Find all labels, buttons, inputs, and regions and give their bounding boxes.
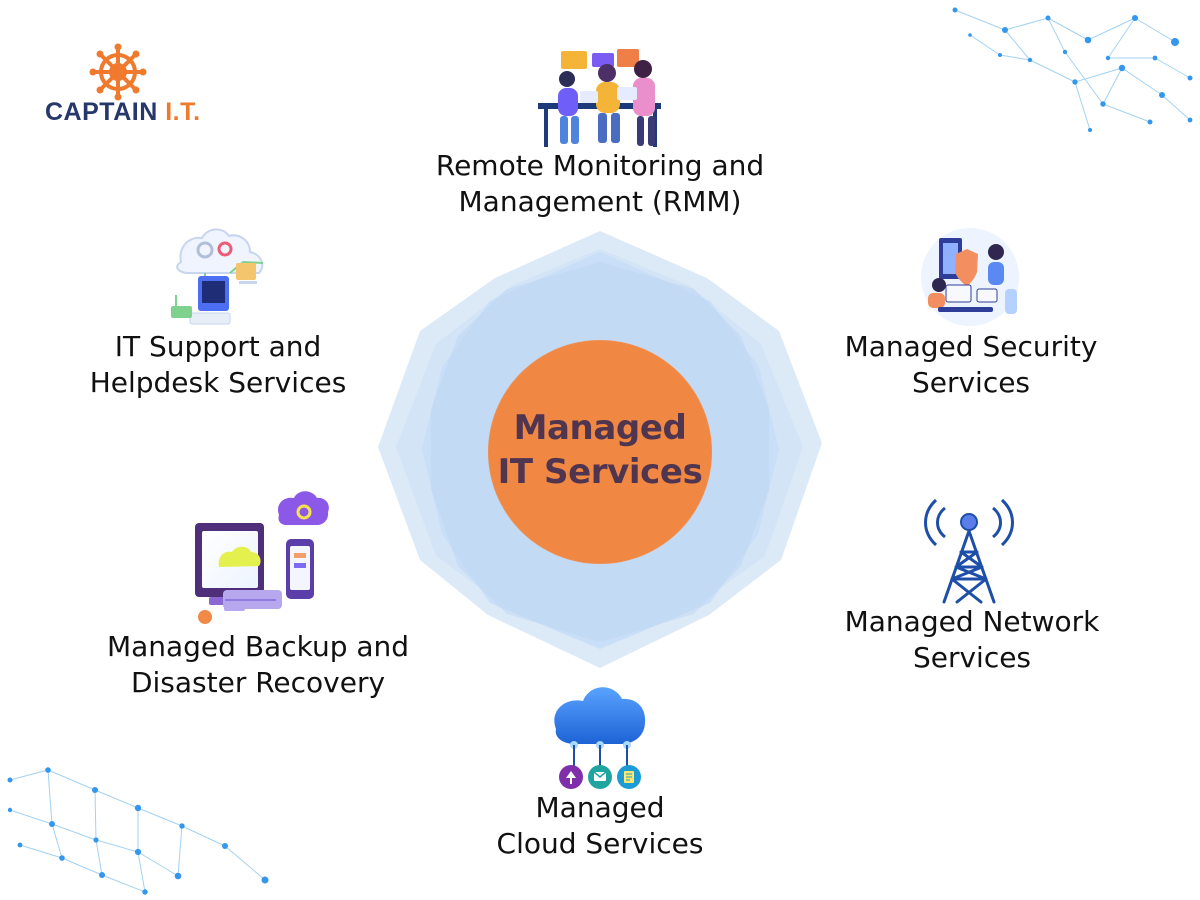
service-remote-monitoring-line-2: Management (RMM) [458, 184, 742, 218]
team-monitoring-icon [538, 49, 661, 147]
center-title-line-1: Managed [513, 408, 687, 449]
logo-text-accent: I.T. [165, 98, 201, 126]
service-managed-cloud-line-1: Managed [535, 791, 665, 824]
service-managed-network-line-1: Managed Network [844, 605, 1100, 638]
service-it-support-line-1: IT Support and [114, 330, 322, 363]
backup-recovery-icon [195, 491, 329, 624]
bottom-left-network-pattern [7, 767, 269, 895]
service-remote-monitoring-label: Remote Monitoring and Management (RMM) [420, 148, 780, 220]
service-it-support-label: IT Support and Helpdesk Services [72, 329, 364, 401]
service-managed-security-label: Managed Security Services [820, 329, 1122, 401]
service-managed-cloud-label: Managed Cloud Services [466, 790, 734, 862]
service-managed-security-line-1: Managed Security [844, 330, 1098, 363]
service-managed-security-line-2: Services [911, 365, 1031, 399]
service-backup-recovery-line-1: Managed Backup and [106, 630, 410, 663]
top-right-network-pattern [952, 7, 1193, 132]
service-managed-network-label: Managed Network Services [822, 604, 1122, 676]
service-managed-cloud-line-2: Cloud Services [496, 826, 704, 860]
cloud-support-icon [171, 228, 264, 325]
center-title: Managed IT Services [488, 392, 712, 510]
service-remote-monitoring-line-1: Remote Monitoring and [435, 149, 765, 182]
captain-it-logo: CAPTAIN I.T. [45, 42, 215, 128]
network-tower-icon [924, 498, 1014, 604]
logo-text: CAPTAIN I.T. [45, 98, 215, 128]
center-circle [488, 340, 712, 564]
service-managed-network-line-2: Services [912, 640, 1032, 674]
service-backup-recovery-label: Managed Backup and Disaster Recovery [82, 629, 434, 701]
service-backup-recovery-line-2: Disaster Recovery [130, 665, 386, 699]
logo-text-primary: CAPTAIN [45, 98, 166, 126]
service-it-support-line-2: Helpdesk Services [89, 365, 347, 399]
ship-wheel-icon [89, 43, 147, 101]
cloud-services-icon [554, 687, 646, 789]
security-team-icon [921, 228, 1019, 326]
center-title-line-2: IT Services [497, 452, 703, 492]
